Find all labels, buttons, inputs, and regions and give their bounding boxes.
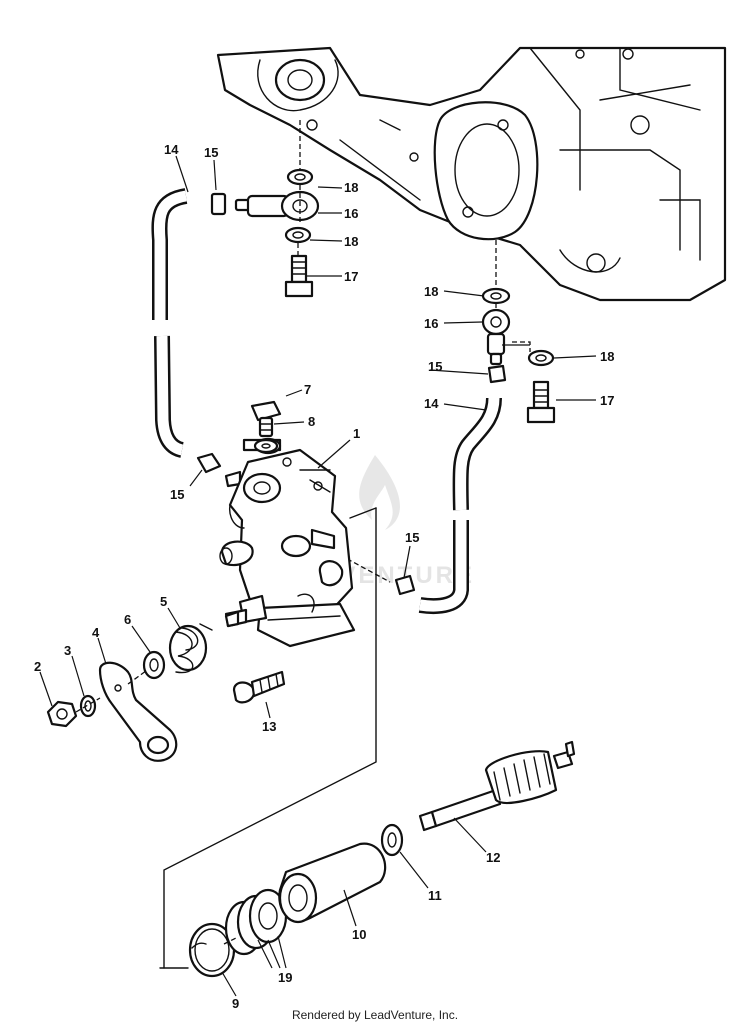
callout-16-right: 16 [424,316,438,331]
callout-5: 5 [160,594,167,609]
callout-17-right: 17 [600,393,614,408]
callout-13: 13 [262,719,276,734]
callout-19: 19 [278,970,292,985]
callout-18-right-top: 18 [424,284,438,299]
callout-15-right-top: 15 [428,359,442,374]
oil-pump-body [219,437,356,648]
callout-15-left-top: 15 [204,145,218,160]
callout-14-right: 14 [424,396,439,411]
callout-17-left: 17 [344,269,358,284]
shaft-group [188,740,576,978]
lever-linkage [46,610,240,762]
engine-block [216,46,727,302]
callout-labels: 14 15 18 16 18 17 7 8 1 15 18 16 18 15 1… [34,142,614,1011]
callout-4: 4 [92,625,100,640]
leader-lines [39,155,597,997]
callout-9: 9 [232,996,239,1011]
callout-16-left: 16 [344,206,358,221]
callout-10: 10 [352,927,366,942]
assembly-boundary [159,507,377,969]
callout-15-left-bottom: 15 [170,487,184,502]
callout-18-left-top: 18 [344,180,358,195]
callout-2: 2 [34,659,41,674]
screw [232,670,286,704]
right-hose-assembly [339,240,556,615]
callout-12: 12 [486,850,500,865]
callout-14-left: 14 [164,142,179,157]
callout-18-right-bottom: 18 [600,349,614,364]
callout-3: 3 [64,643,71,658]
callout-7: 7 [304,382,311,397]
left-hose-assembly [151,120,320,488]
callout-1: 1 [353,426,360,441]
callout-8: 8 [308,414,315,429]
bolt-and-washer [250,400,282,454]
footer-credit: Rendered by LeadVenture, Inc. [291,1008,459,1022]
callout-6: 6 [124,612,131,627]
callout-15-right-bottom: 15 [405,530,419,545]
callout-11: 11 [428,888,442,903]
callout-18-left-bottom: 18 [344,234,358,249]
